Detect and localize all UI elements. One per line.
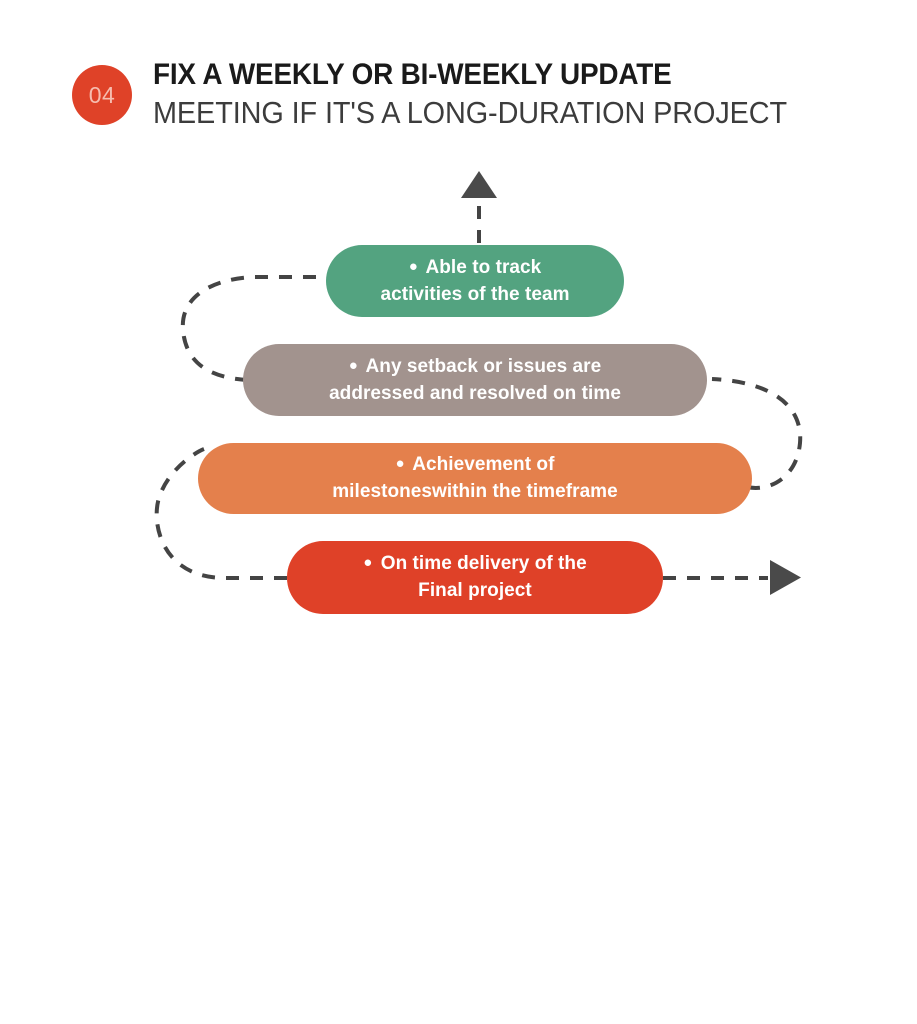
page-header: 04 FIX A WEEKLY OR BI-WEEKLY UPDATE MEET…: [0, 0, 917, 150]
flow-step-milestones-text: ● Achievement of milestoneswithin the ti…: [332, 452, 618, 505]
flow-step-delivery[interactable]: ● On time delivery of the Final project: [287, 541, 663, 614]
bullet-icon: ●: [348, 356, 358, 374]
bullet-icon: ●: [408, 257, 418, 275]
step-number-badge: 04: [72, 65, 132, 125]
page-title-line-1: FIX A WEEKLY OR BI-WEEKLY UPDATE: [153, 58, 672, 91]
flow-step-milestones[interactable]: ● Achievement of milestoneswithin the ti…: [198, 443, 752, 514]
flow-step-milestones-line-1: Achievement of: [412, 454, 555, 475]
flow-step-track[interactable]: ● Able to track activities of the team: [326, 245, 624, 317]
flow-step-delivery-text: ● On time delivery of the Final project: [363, 551, 586, 604]
step-number-label: 04: [88, 81, 116, 108]
flow-step-setback[interactable]: ● Any setback or issues are addressed an…: [243, 344, 707, 416]
flow-step-delivery-line-1: On time delivery of the: [380, 553, 587, 574]
flow-step-delivery-line-2: Final project: [418, 580, 532, 601]
arrowhead-right-icon: [770, 560, 801, 595]
connector-entry-arrow-right: [663, 560, 801, 595]
flow-step-setback-line-1: Any setback or issues are: [365, 355, 602, 377]
flow-step-milestones-line-2: milestoneswithin the timeframe: [332, 481, 618, 502]
flow-step-track-line-2: activities of the team: [380, 283, 570, 305]
flow-step-track-text: ● Able to track activities of the team: [380, 255, 569, 308]
page-title-line-2: MEETING IF IT'S A LONG-DURATION PROJECT: [153, 95, 788, 130]
flow-step-track-line-1: Able to track: [425, 256, 542, 278]
page-title: FIX A WEEKLY OR BI-WEEKLY UPDATE MEETING…: [153, 57, 853, 133]
flow-step-setback-line-2: addressed and resolved on time: [329, 382, 621, 404]
bullet-icon: ●: [395, 455, 405, 472]
connector-exit-arrow-up: [461, 171, 497, 243]
flow-step-setback-text: ● Any setback or issues are addressed an…: [329, 354, 621, 407]
arrowhead-up-icon: [461, 171, 497, 198]
bullet-icon: ●: [363, 554, 373, 571]
